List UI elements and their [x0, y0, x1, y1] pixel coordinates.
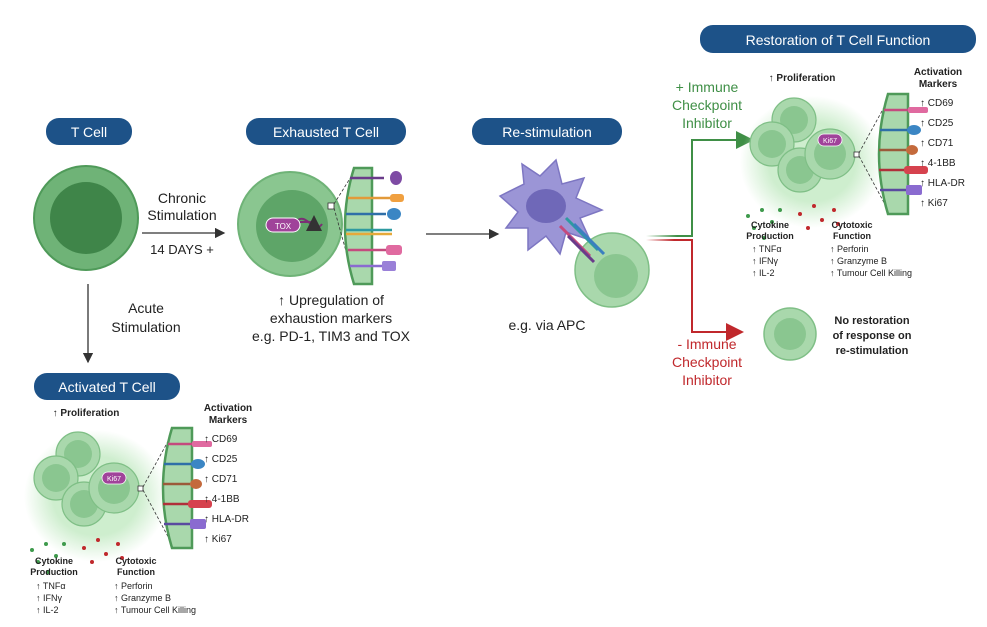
exhausted-caption-1: ↑ Upregulation of — [278, 292, 384, 308]
exhausted-pill — [246, 118, 406, 145]
restim-t-cell-nucleus — [594, 254, 638, 298]
cytotoxic-perforin: ↑ Perforin — [114, 581, 153, 591]
markers-title-2: Markers — [209, 415, 248, 426]
marker-cd71: ↑ CD71 — [204, 474, 238, 485]
restoration-pill — [700, 25, 976, 53]
cytokine-il2: ↑ IL-2 — [36, 605, 59, 615]
exhausted-title: Exhausted T Cell — [273, 124, 379, 140]
chronic-stimulation-arrow: Chronic Stimulation 14 DAYS + — [142, 190, 226, 257]
marker-cd69: ↑ CD69 — [920, 98, 954, 109]
ki67-badge — [101, 471, 127, 485]
cytokine-il2: ↑ IL-2 — [752, 268, 775, 278]
acute-stimulation-arrow: Acute Stimulation — [82, 284, 181, 364]
tox-badge — [265, 217, 301, 233]
marker-ki67: ↑ Ki67 — [920, 198, 948, 209]
acute-label-2: Stimulation — [111, 319, 180, 335]
chronic-label-2: Stimulation — [147, 207, 216, 223]
synapse-receptors — [558, 216, 606, 264]
activated-title: Activated T Cell — [58, 379, 156, 395]
plus-inhibitor-arrow: + Immune Checkpoint Inhibitor — [646, 79, 754, 237]
minus-label-2: Checkpoint — [672, 354, 742, 370]
cytokine-title-1: Cytokine — [751, 220, 789, 230]
exhausted-section: Exhausted T Cell TOX ↑ Upregulation of e… — [237, 118, 411, 344]
ki67-badge — [817, 133, 843, 147]
marker-cd69: ↑ CD69 — [204, 434, 238, 445]
tox-label: TOX — [275, 222, 292, 231]
t-cell-pill — [46, 118, 132, 145]
t-cell-title: T Cell — [71, 124, 107, 140]
cytotoxic-killing: ↑ Tumour Cell Killing — [830, 268, 912, 278]
apc-nucleus — [526, 189, 566, 223]
cytotoxic-title-2: Function — [833, 231, 871, 241]
cytotoxic-perforin: ↑ Perforin — [830, 244, 869, 254]
minus-inhibitor-arrow: - Immune Checkpoint Inhibitor — [646, 239, 744, 388]
exhausted-caption-2: exhaustion markers — [270, 310, 392, 326]
unresponsive-t-cell-nucleus — [774, 318, 806, 350]
cytotoxic-title-1: Cytotoxic — [115, 556, 156, 566]
marker-hladr: ↑ HLA-DR — [920, 178, 965, 189]
cytotoxic-title-1: Cytotoxic — [831, 220, 872, 230]
cytokine-title-2: Production — [746, 231, 794, 241]
no-restoration-section: No restoration of response on re-stimula… — [763, 307, 912, 361]
t-cell-section: T Cell — [33, 118, 139, 271]
marker-ki67: ↑ Ki67 — [204, 534, 232, 545]
marker-cd71: ↑ CD71 — [920, 138, 954, 149]
no-restore-2: of response on — [833, 330, 912, 342]
activated-pill — [34, 373, 180, 400]
marker-41bb: ↑ 4-1BB — [204, 494, 240, 505]
marker-cd25: ↑ CD25 — [920, 118, 954, 129]
markers-title-1: Activation — [204, 403, 252, 414]
cytotoxic-killing: ↑ Tumour Cell Killing — [114, 605, 196, 615]
minus-label-1: - Immune — [677, 336, 736, 352]
cytokine-title-2: Production — [30, 567, 78, 577]
plus-label-3: Inhibitor — [682, 115, 732, 131]
acute-label-1: Acute — [128, 300, 164, 316]
naive-t-cell-nucleus — [50, 182, 122, 254]
activated-section: Activated T Cell Ki67 ↑ Proliferation Ac… — [22, 373, 252, 615]
exhausted-caption-3: e.g. PD-1, TIM3 and TOX — [252, 328, 411, 344]
days-label: 14 DAYS + — [150, 242, 214, 257]
restoration-section: Restoration of T Cell Function Ki67 ↑ Pr… — [700, 25, 976, 278]
no-restore-1: No restoration — [834, 315, 909, 327]
restim-title: Re-stimulation — [502, 124, 591, 140]
cytokine-title-1: Cytokine — [35, 556, 73, 566]
chronic-label-1: Chronic — [158, 190, 206, 206]
exhaustion-receptors — [346, 171, 404, 271]
ki67-label: Ki67 — [107, 476, 121, 483]
marker-hladr: ↑ HLA-DR — [204, 514, 249, 525]
proliferation-label: ↑ Proliferation — [769, 73, 836, 84]
markers-title-2: Markers — [919, 79, 958, 90]
restoration-title: Restoration of T Cell Function — [746, 32, 931, 48]
plus-label-2: Checkpoint — [672, 97, 742, 113]
restim-caption: e.g. via APC — [508, 317, 585, 333]
restim-pill — [472, 118, 622, 145]
no-restore-3: re-stimulation — [836, 345, 909, 357]
marker-cd25: ↑ CD25 — [204, 454, 238, 465]
cytokine-tnfa: ↑ TNFα — [752, 244, 782, 254]
cytotoxic-title-2: Function — [117, 567, 155, 577]
marker-41bb: ↑ 4-1BB — [920, 158, 956, 169]
cytotoxic-granzyme: ↑ Granzyme B — [114, 593, 171, 603]
minus-label-3: Inhibitor — [682, 372, 732, 388]
restim-section: Re-stimulation e.g. via APC — [472, 118, 650, 333]
cytokine-tnfa: ↑ TNFα — [36, 581, 66, 591]
cytokine-ifng: ↑ IFNγ — [36, 593, 62, 603]
cytotoxic-granzyme: ↑ Granzyme B — [830, 256, 887, 266]
ki67-label: Ki67 — [823, 138, 837, 145]
cytokine-ifng: ↑ IFNγ — [752, 256, 778, 266]
proliferation-label: ↑ Proliferation — [53, 408, 120, 419]
plus-label-1: + Immune — [676, 79, 739, 95]
markers-title-1: Activation — [914, 67, 962, 78]
